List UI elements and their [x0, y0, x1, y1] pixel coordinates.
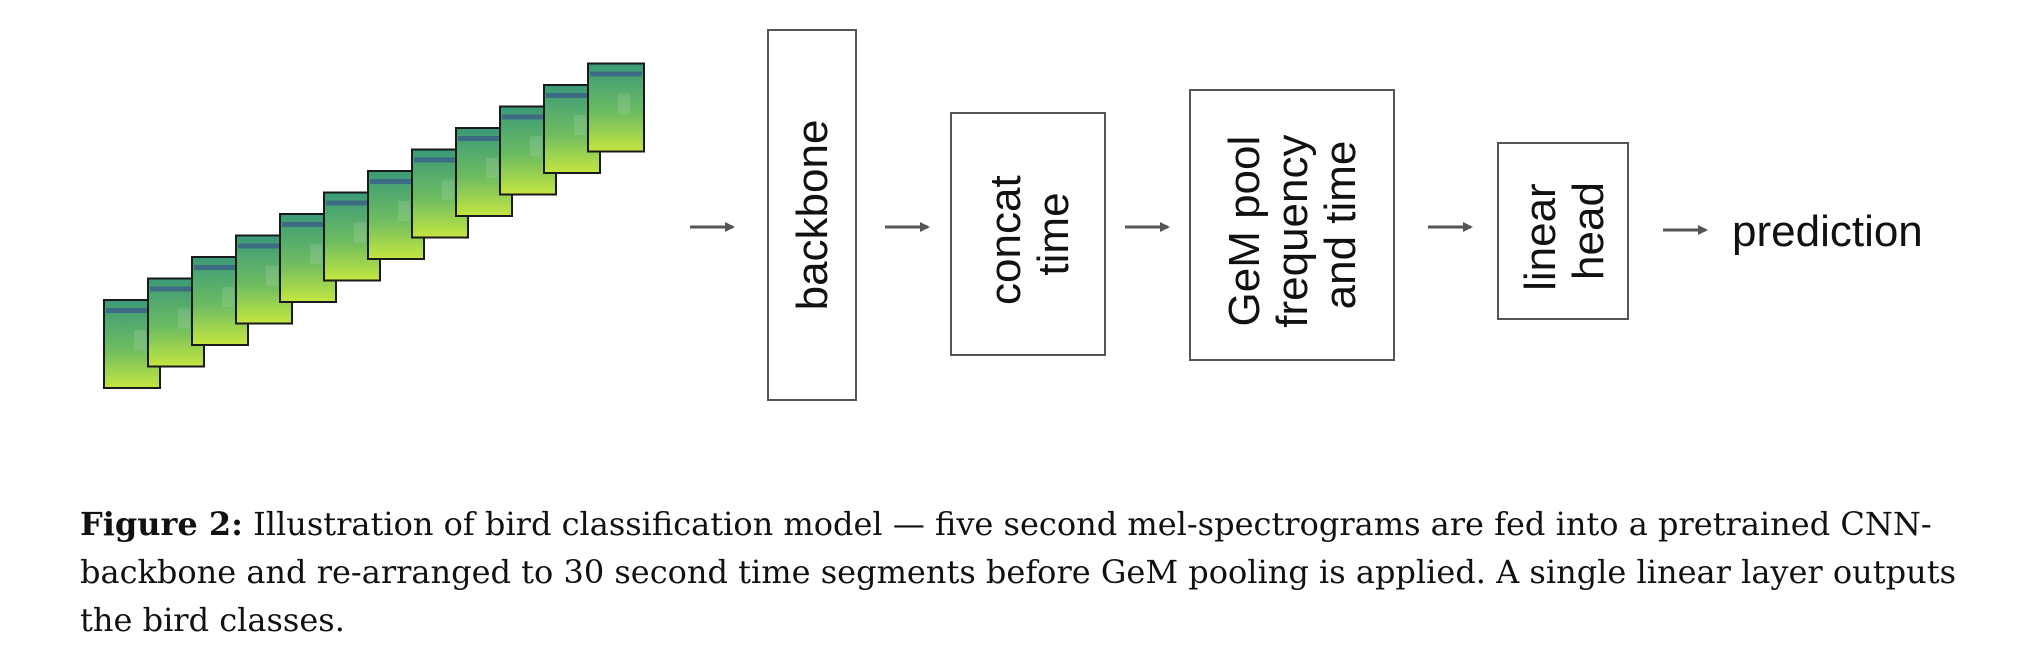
figure-caption: Figure 2: Illustration of bird classific… [80, 500, 1980, 644]
backbone-label: backbone [788, 120, 837, 311]
spectrogram-frame [587, 62, 645, 153]
caption-text: Illustration of bird classification mode… [80, 505, 1956, 639]
backbone-block: backbone [767, 29, 857, 401]
gem-pool-block: GeM pool frequency and time [1189, 89, 1395, 361]
gem-pool-label: GeM pool frequency and time [1220, 122, 1365, 327]
prediction-label: prediction [1732, 207, 1923, 256]
concat-time-block: concat time [950, 112, 1106, 356]
concat-time-label: concat time [981, 163, 1078, 305]
spectrogram-stack [103, 62, 645, 389]
linear-head-block: linear head [1497, 142, 1629, 320]
model-diagram: backbone concat time GeM pool frequency … [103, 29, 1923, 401]
linear-head-label: linear head [1516, 171, 1613, 291]
figure-label: Figure 2: [80, 505, 243, 543]
